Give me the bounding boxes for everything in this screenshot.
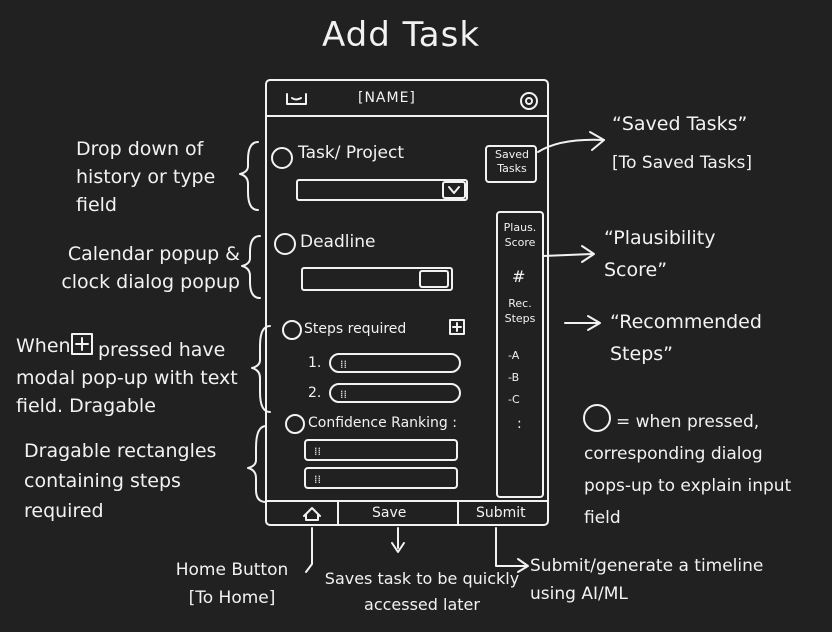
bracket-confidence [247, 425, 267, 503]
help-icon-legend [583, 404, 611, 432]
step-item-1[interactable] [331, 355, 459, 371]
note-steps-line2: pressed have modal pop-up with text fiel… [16, 339, 238, 417]
task-label: Task/ Project [298, 143, 404, 163]
note-save: Saves task to be quickly accessed later [324, 569, 520, 614]
task-input-box [296, 179, 468, 201]
note-saved-title: “Saved Tasks” [612, 113, 748, 135]
bracket-deadline [241, 235, 261, 299]
note-home-button: Home Button [To Home] [175, 560, 289, 608]
plausibility-value: # [512, 267, 526, 286]
arrow-plaus [542, 253, 593, 257]
step-pill-1 [329, 353, 461, 373]
side-panel-box [496, 211, 544, 498]
arrow-home [305, 527, 313, 573]
home-button[interactable] [268, 503, 336, 523]
note-submit: Submit/generate a timeline using AI/ML [530, 556, 764, 604]
svg-text:⁞⁞: ⁞⁞ [340, 388, 347, 401]
steps-label: Steps required [304, 321, 407, 337]
note-help-icon: = when pressed, corresponding dialog pop… [584, 412, 792, 528]
confidence-label: Confidence Ranking : [308, 415, 457, 431]
rec-step-a: -A [508, 349, 520, 362]
svg-text:⁞⁞: ⁞⁞ [314, 445, 321, 458]
save-button[interactable]: Save [372, 505, 407, 521]
step-number-1: 1. [308, 355, 322, 371]
add-step-icon [449, 319, 465, 335]
arrow-submit [495, 527, 527, 567]
calendar-button[interactable] [420, 271, 448, 287]
help-icon-deadline [274, 233, 296, 255]
deadline-input[interactable] [303, 269, 419, 289]
header-name: [NAME] [358, 90, 416, 106]
help-icon-confidence [285, 414, 305, 434]
deadline-input-box [301, 267, 453, 291]
note-plausibility: “Plausibility Score” [604, 227, 716, 281]
bracket-task [239, 141, 259, 211]
note-deadline: Calendar popup & clock dialog popup [61, 243, 240, 293]
note-saved-target: [To Saved Tasks] [612, 153, 753, 173]
confidence-rect-2[interactable] [306, 469, 456, 487]
rec-step-c: -C [508, 393, 520, 406]
conf-rect-2 [304, 467, 458, 489]
help-icon-task [271, 147, 293, 169]
plausibility-label: Plaus. Score [503, 221, 537, 249]
page-title: Add Task [322, 15, 481, 55]
phone-frame [265, 79, 549, 526]
confidence-rect-1[interactable] [306, 441, 456, 459]
plus-box-icon [71, 333, 93, 355]
note-confidence: Dragable rectangles containing steps req… [24, 440, 217, 522]
step-number-2: 2. [308, 385, 322, 401]
add-step-button[interactable] [450, 320, 464, 334]
task-input[interactable] [298, 181, 442, 199]
rec-step-b: -B [508, 371, 520, 384]
rec-more: : [517, 416, 522, 432]
submit-button[interactable]: Submit [476, 505, 526, 521]
gear-icon [520, 92, 538, 110]
svg-text:⁞⁞: ⁞⁞ [314, 473, 321, 486]
svg-text:⁞⁞: ⁞⁞ [340, 358, 347, 371]
conf-rect-1 [304, 439, 458, 461]
home-icon [303, 507, 321, 521]
saved-tasks-button[interactable]: Saved Tasks [495, 148, 529, 175]
recommended-label: Rec. Steps [504, 297, 536, 325]
note-steps-line1: When [16, 335, 71, 357]
bracket-steps [251, 325, 271, 413]
step-item-2[interactable] [331, 385, 459, 401]
arrow-saved [537, 138, 605, 153]
home-tray-icon [286, 93, 307, 105]
note-recommended: “Recommended Steps” [610, 311, 762, 365]
note-task-field: Drop down of history or type field [76, 138, 216, 216]
deadline-label: Deadline [300, 232, 376, 252]
help-icon-steps [282, 320, 302, 340]
step-pill-2 [329, 383, 461, 403]
task-dropdown-button[interactable] [443, 182, 465, 198]
